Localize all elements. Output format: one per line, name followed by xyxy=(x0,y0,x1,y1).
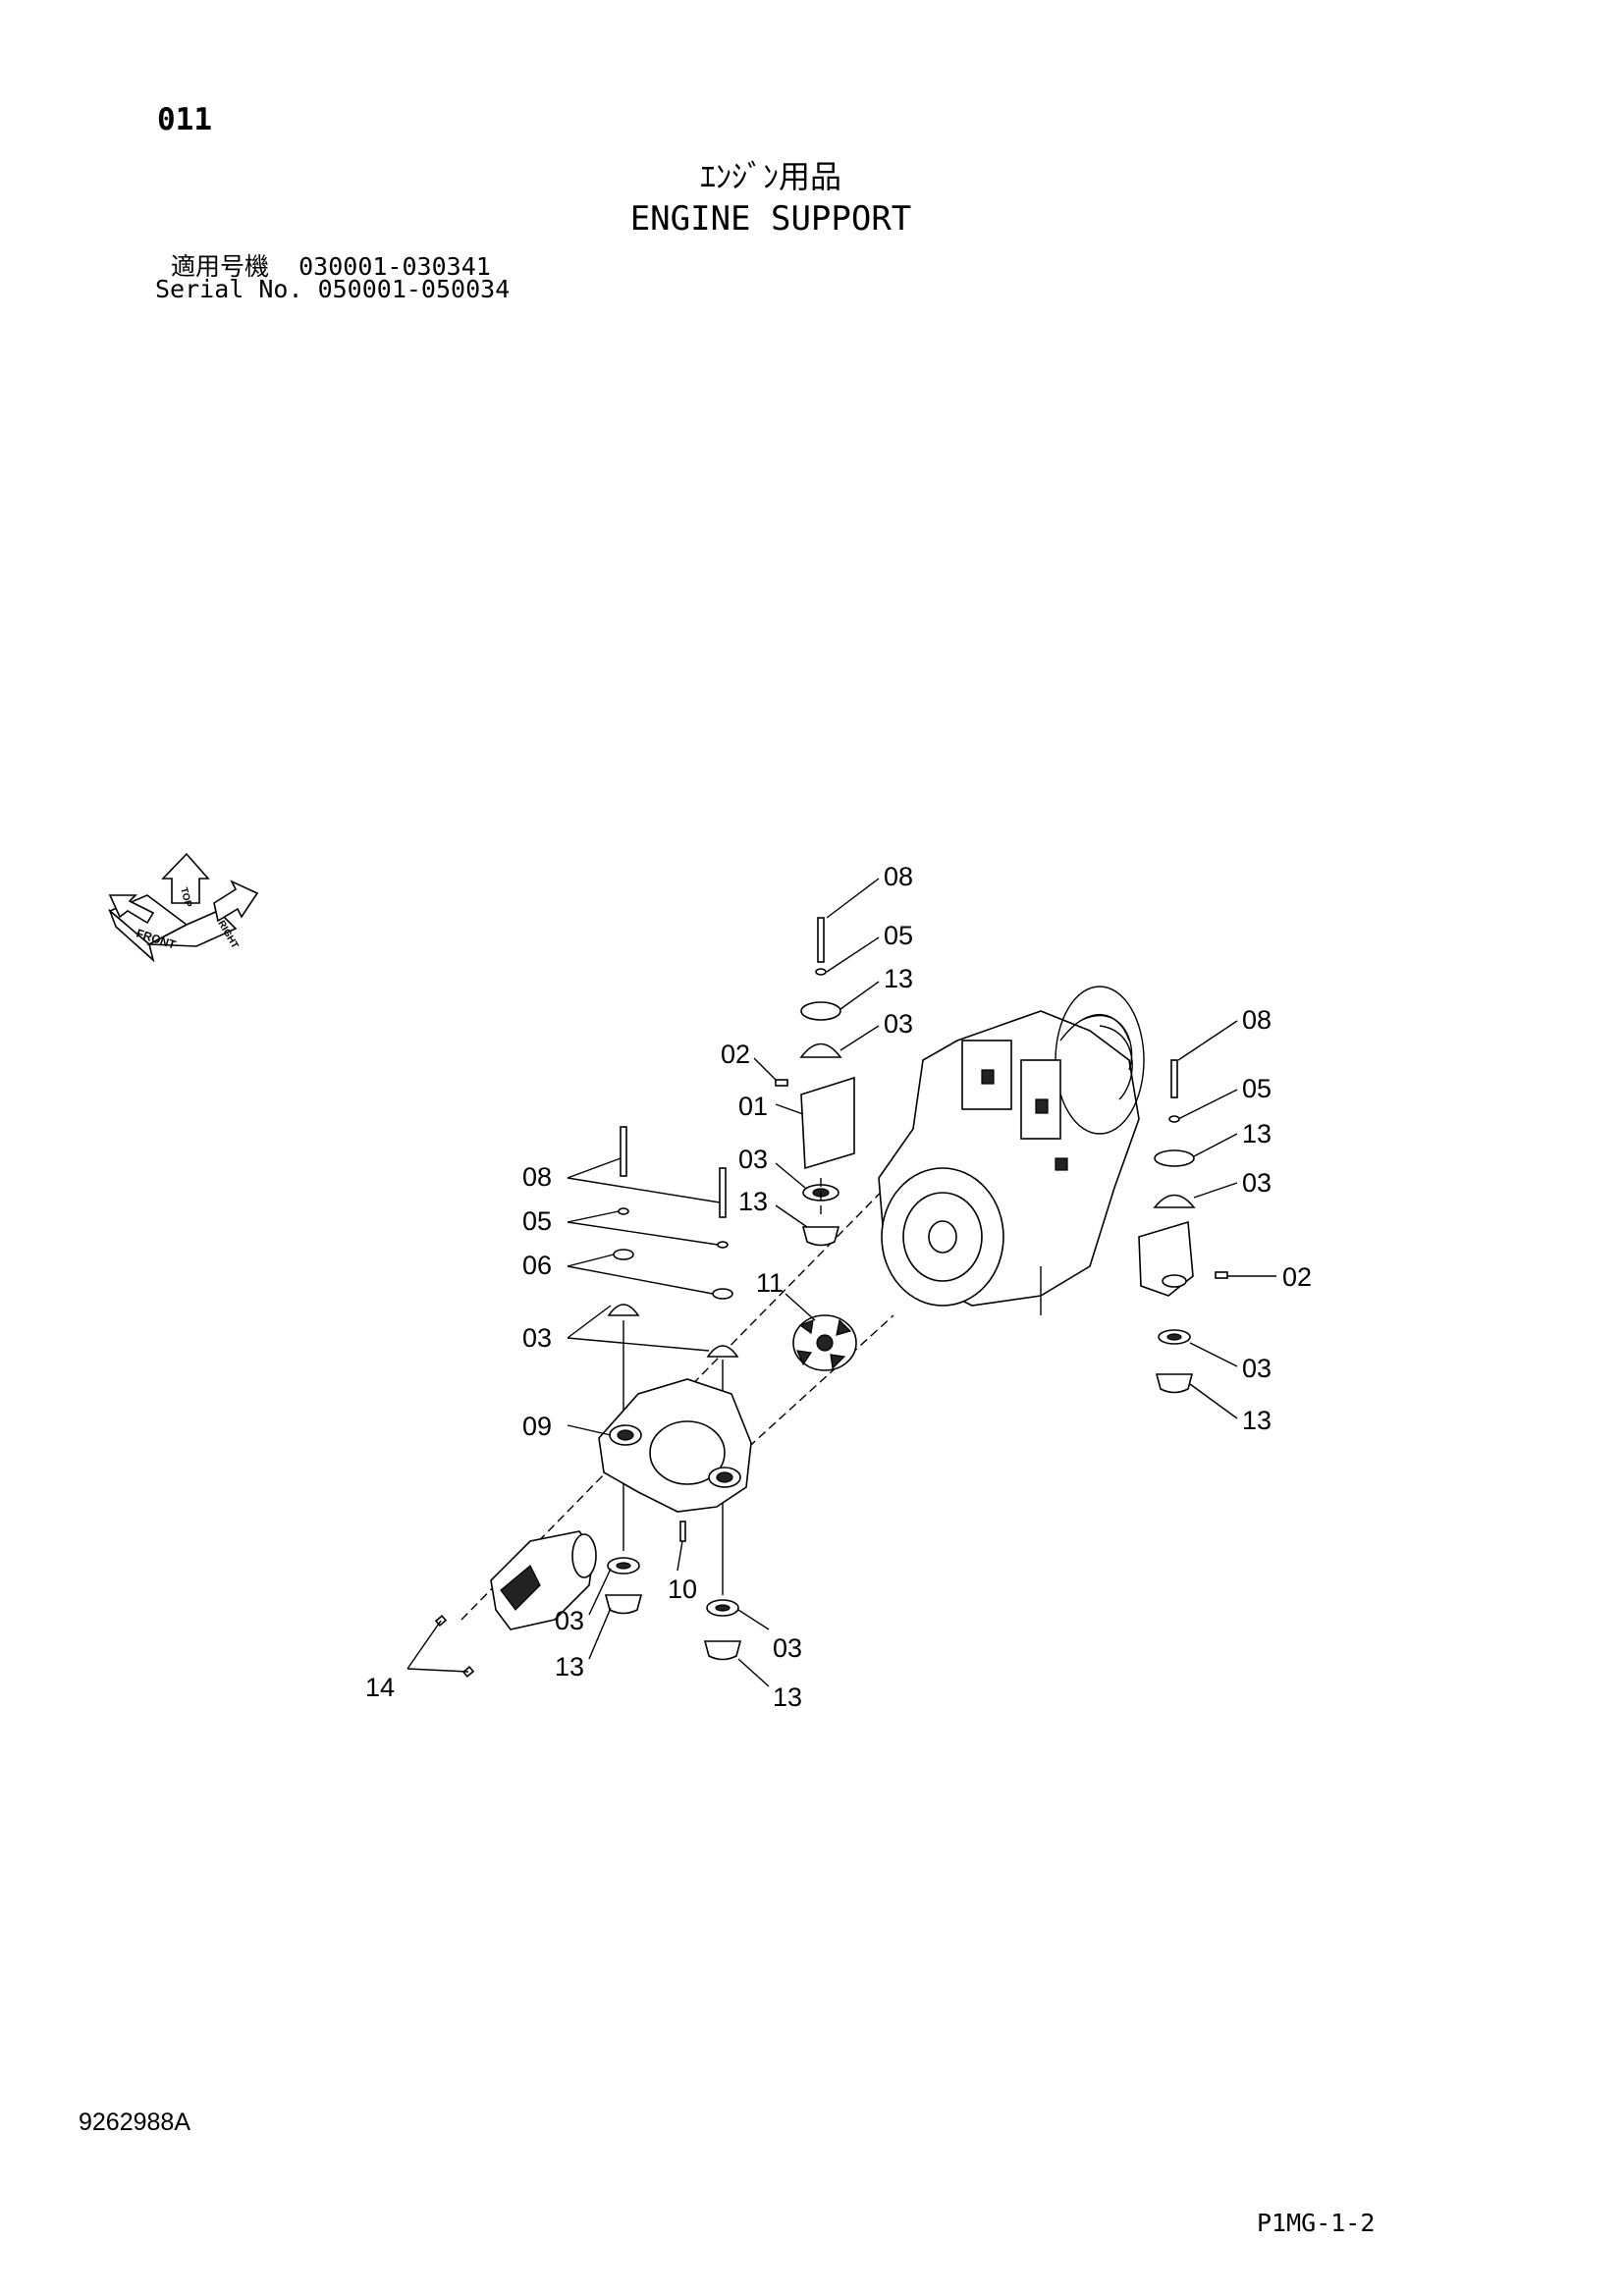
serial-range-value: 050001-050034 xyxy=(317,275,511,303)
cushion-03-bottom-right-hole xyxy=(715,1604,731,1612)
engine-assembly xyxy=(878,986,1145,1315)
serial-range-value-japanese: 030001-030341 xyxy=(298,252,491,281)
callout-13-right-lower: 13 xyxy=(1242,1406,1272,1435)
cushion-03-left-a xyxy=(607,1304,640,1316)
callout-03-left-mid: 03 xyxy=(522,1323,552,1353)
callout-10: 10 xyxy=(668,1575,697,1604)
serial-label: Serial No. xyxy=(155,275,303,303)
callout-03-top: 03 xyxy=(884,1009,913,1039)
cushion-03-left-b xyxy=(706,1345,739,1358)
washer-06-left-a xyxy=(613,1249,634,1260)
bolt-08-right xyxy=(1170,1059,1178,1098)
document-number: 9262988A xyxy=(79,2109,191,2136)
callout-13-bottom-right: 13 xyxy=(773,1682,802,1712)
callout-08-top: 08 xyxy=(884,862,913,891)
cushion-13-right-upper xyxy=(1154,1149,1195,1167)
starter-end-cap xyxy=(571,1533,597,1578)
cushion-13-left-upper xyxy=(801,1226,840,1247)
bolt-08-top xyxy=(817,917,825,963)
cushion-13-right-lower xyxy=(1155,1373,1194,1394)
bolt-02-left xyxy=(775,1079,788,1087)
callout-03-bottom-left: 03 xyxy=(555,1606,584,1635)
callout-08-right: 08 xyxy=(1242,1005,1272,1035)
cushion-13-bottom-left xyxy=(604,1594,643,1615)
callout-05-right: 05 xyxy=(1242,1074,1272,1103)
page-title: ENGINE SUPPORT xyxy=(629,199,912,239)
callout-labels: 08 05 13 03 02 01 03 13 08 05 13 03 02 0… xyxy=(365,862,1312,1712)
engine-detail-2 xyxy=(1035,1098,1049,1114)
engine-fan xyxy=(1059,1013,1133,1100)
bolt-02-right xyxy=(1215,1271,1228,1279)
callout-11: 11 xyxy=(756,1268,784,1298)
serial-range-japanese: 適用号機 030001-030341 xyxy=(171,247,491,283)
cushion-03-top xyxy=(799,1042,842,1058)
callout-03-right-lower: 03 xyxy=(1242,1354,1272,1383)
callout-03-left-upper: 03 xyxy=(738,1145,768,1174)
starter-solenoid xyxy=(500,1565,541,1611)
callout-13-bottom-left: 13 xyxy=(555,1652,584,1682)
housing-ear-right-hole xyxy=(716,1471,733,1483)
cushion-03-bottom-left-hole xyxy=(616,1562,631,1570)
flywheel-housing-09 xyxy=(598,1378,752,1542)
callout-01: 01 xyxy=(738,1092,768,1121)
rear-mount-stacks xyxy=(607,1126,739,1595)
cushion-03-right-lower-hole xyxy=(1166,1333,1182,1341)
coupling-lugs xyxy=(796,1318,852,1370)
callout-03-right-upper: 03 xyxy=(1242,1168,1272,1198)
bracket-01 xyxy=(800,1076,855,1170)
washer-05-right xyxy=(1168,1115,1180,1123)
callout-02-left: 02 xyxy=(721,1040,750,1069)
callout-02-right: 02 xyxy=(1282,1262,1312,1292)
coupling-hub xyxy=(816,1334,834,1352)
washer-06-left-b xyxy=(712,1288,733,1300)
orientation-front-arrow xyxy=(108,894,155,925)
washer-05-left-b xyxy=(717,1241,729,1249)
cushion-13-bottom-right xyxy=(703,1640,742,1661)
callout-03-bottom-right: 03 xyxy=(773,1633,802,1663)
bracket-right-hole xyxy=(1162,1274,1187,1288)
bolt-08-left-b xyxy=(719,1167,727,1218)
housing-ear-left-hole xyxy=(617,1429,634,1441)
callout-13-top: 13 xyxy=(884,964,913,993)
coupling-11 xyxy=(792,1314,857,1371)
callout-14: 14 xyxy=(365,1673,395,1702)
left-front-mount-stack xyxy=(775,917,855,1247)
serial-range: Serial No. 050001-050034 xyxy=(155,275,510,303)
bottom-cushions xyxy=(604,1557,742,1661)
orientation-up-arrow xyxy=(161,852,210,904)
washer-05-top xyxy=(815,968,827,976)
callout-09: 09 xyxy=(522,1412,552,1441)
page-number: 011 xyxy=(157,102,212,137)
assembly-axis-line xyxy=(460,1108,963,1621)
orientation-label-top: TOP xyxy=(178,886,193,909)
orientation-arrows-icon: FRONT TOP RIGHT xyxy=(108,852,259,963)
callout-06: 06 xyxy=(522,1251,552,1280)
callout-08-left: 08 xyxy=(522,1162,552,1192)
serial-label-japanese: 適用号機 xyxy=(171,252,270,281)
callout-13-left-upper: 13 xyxy=(738,1187,768,1216)
engine-detail-1 xyxy=(981,1069,995,1085)
orientation-right-arrow xyxy=(213,880,259,923)
callout-13-right-upper: 13 xyxy=(1242,1119,1272,1148)
callout-05-top: 05 xyxy=(884,921,913,950)
bolt-10 xyxy=(679,1521,686,1542)
callout-05-left: 05 xyxy=(522,1206,552,1236)
washer-05-left-a xyxy=(618,1207,629,1215)
starter-motor xyxy=(434,1530,597,1678)
cushion-13-top xyxy=(800,1001,841,1021)
page-title-japanese: ｴﾝｼﾞﾝ用品 xyxy=(699,158,841,195)
leader-lines xyxy=(406,878,1276,1687)
cushion-03-right-upper xyxy=(1153,1194,1196,1208)
sheet-code: P1MG-1-2 xyxy=(1257,2209,1376,2237)
bolt-08-left-a xyxy=(620,1126,627,1177)
right-mount-stack xyxy=(1138,1059,1228,1394)
housing-bore xyxy=(649,1420,726,1485)
orientation-right-plate xyxy=(145,910,238,947)
engine-flywheel-hub xyxy=(928,1220,957,1254)
engine-detail-3 xyxy=(1055,1157,1068,1171)
